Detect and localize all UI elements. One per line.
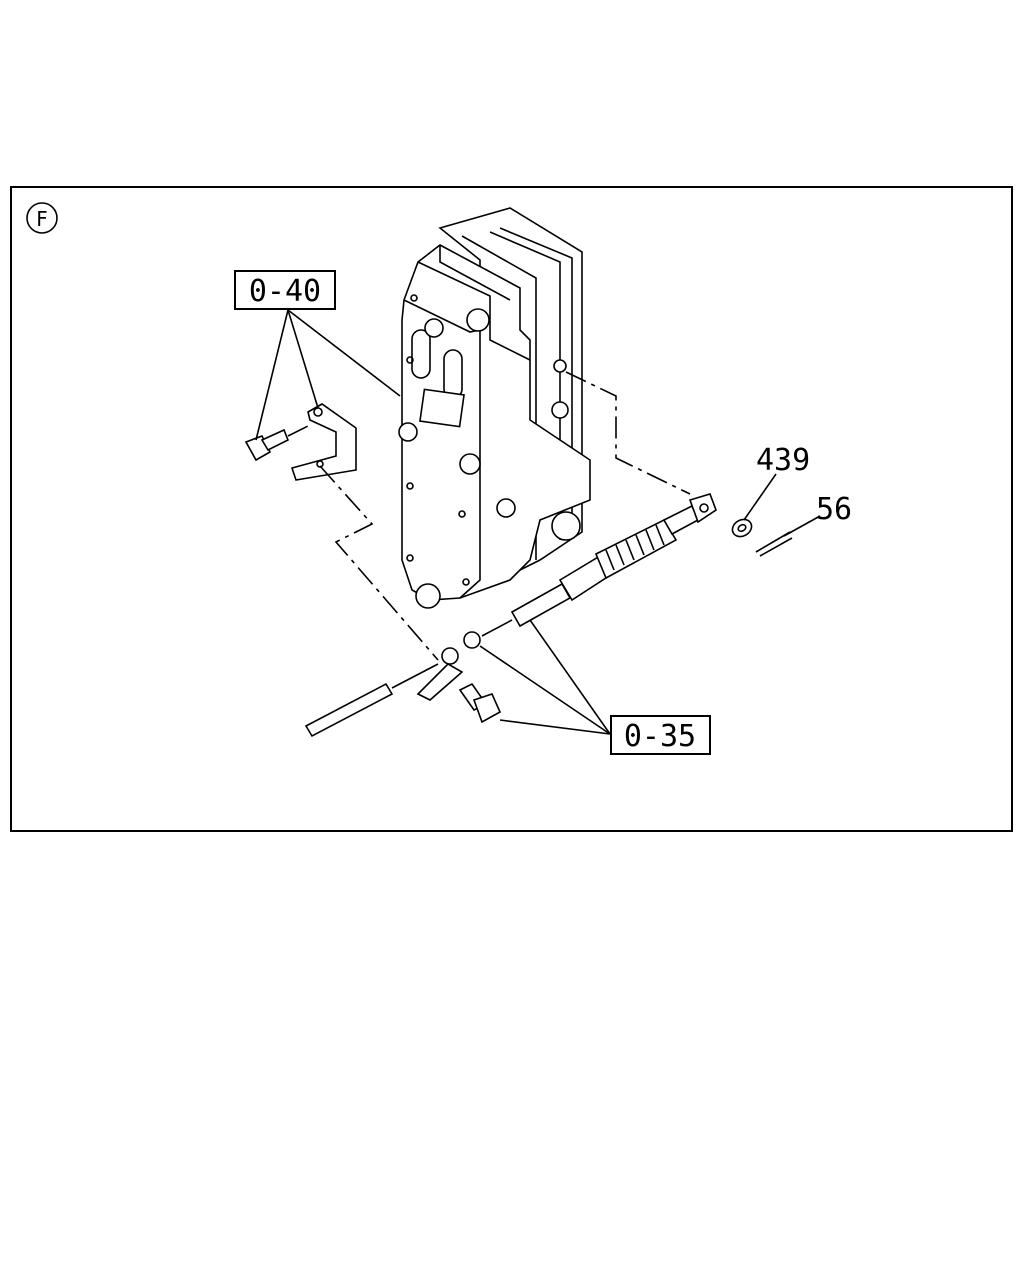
callout-0-40: 0-40 [234,270,336,310]
leaders-0-35 [479,619,611,735]
assembly-line-right [565,371,691,495]
callout-0-35-text: 0-35 [624,719,696,754]
assembly-line-left [319,465,439,661]
control-unit-housing [398,207,591,609]
leaders-0-40 [255,309,401,441]
callout-0-40-text: 0-40 [249,274,321,309]
leader-439 [743,473,777,521]
label-56: 56 [816,492,852,527]
section-letter: F [36,207,48,231]
diagram-frame [10,186,1013,832]
leader-56 [783,515,821,537]
shift-cable [304,493,717,738]
label-439: 439 [756,443,810,478]
upper-bracket-bolt [244,423,313,462]
callout-0-35: 0-35 [610,715,711,755]
cotter-pin [755,531,793,557]
section-marker: F [26,202,58,234]
upper-bracket [290,403,357,481]
washer [731,518,753,538]
cable-boot [594,518,678,580]
